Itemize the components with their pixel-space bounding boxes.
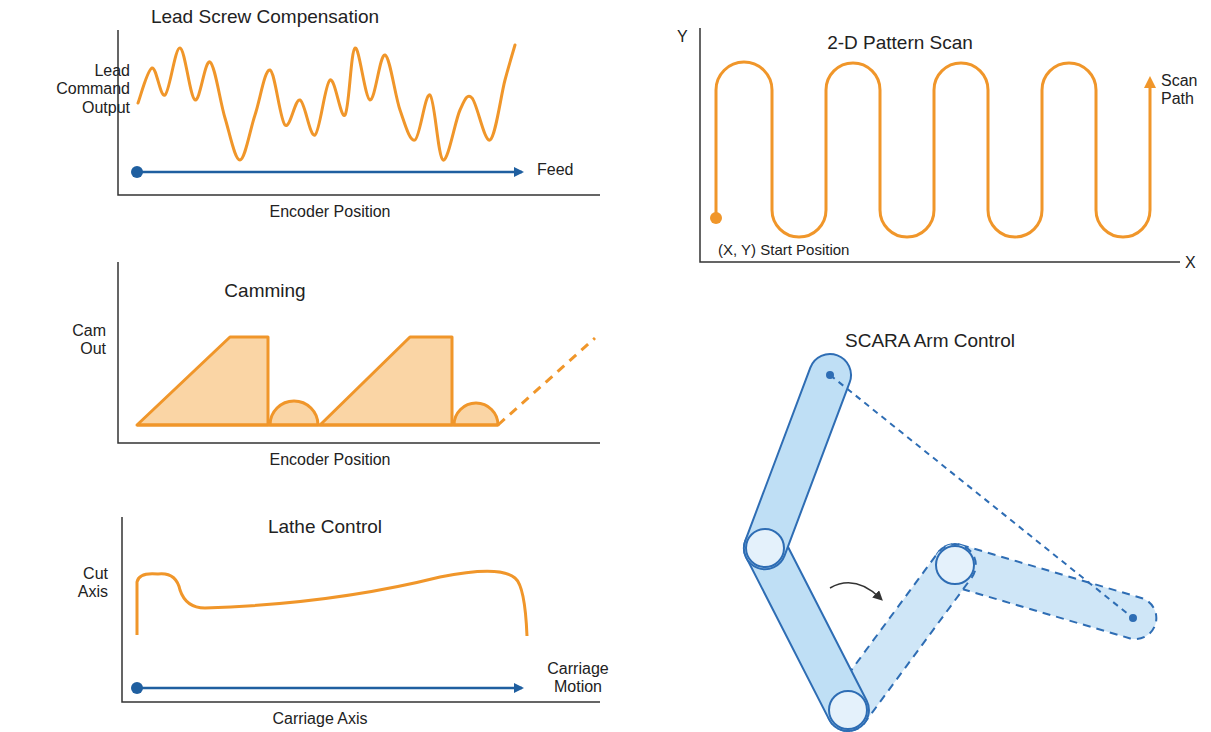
scara-arm — [737, 348, 1162, 732]
axis-label: Feed — [537, 161, 573, 179]
axis-label: Encoder Position — [270, 203, 391, 221]
axis-label: Carriage Motion — [538, 660, 618, 697]
scan-path — [716, 62, 1150, 237]
plot-title: Lead Screw Compensation — [151, 6, 379, 28]
axes — [118, 28, 1180, 702]
plot-title: 2-D Pattern Scan — [827, 32, 973, 54]
cam-profile — [137, 337, 595, 425]
plot-title: Lathe Control — [268, 516, 382, 538]
axis-label: Carriage Axis — [272, 710, 367, 728]
carriage-arrow — [131, 682, 522, 694]
start-label: (X, Y) Start Position — [718, 241, 849, 258]
feed-arrow — [131, 166, 522, 178]
plot-title: Camming — [224, 280, 305, 302]
plot-title: SCARA Arm Control — [845, 330, 1015, 352]
axis-label: X — [1185, 254, 1196, 272]
axis-label: Cam Out — [56, 322, 106, 359]
axis-label: Scan Path — [1161, 72, 1207, 109]
axis-label: Lead Command Output — [50, 62, 130, 117]
lead-curve — [138, 45, 515, 160]
axis-label: Cut Axis — [58, 565, 108, 602]
axis-label: Encoder Position — [270, 451, 391, 469]
cut-profile — [137, 571, 527, 636]
start-dot — [710, 212, 722, 224]
axis-label: Y — [677, 28, 688, 46]
